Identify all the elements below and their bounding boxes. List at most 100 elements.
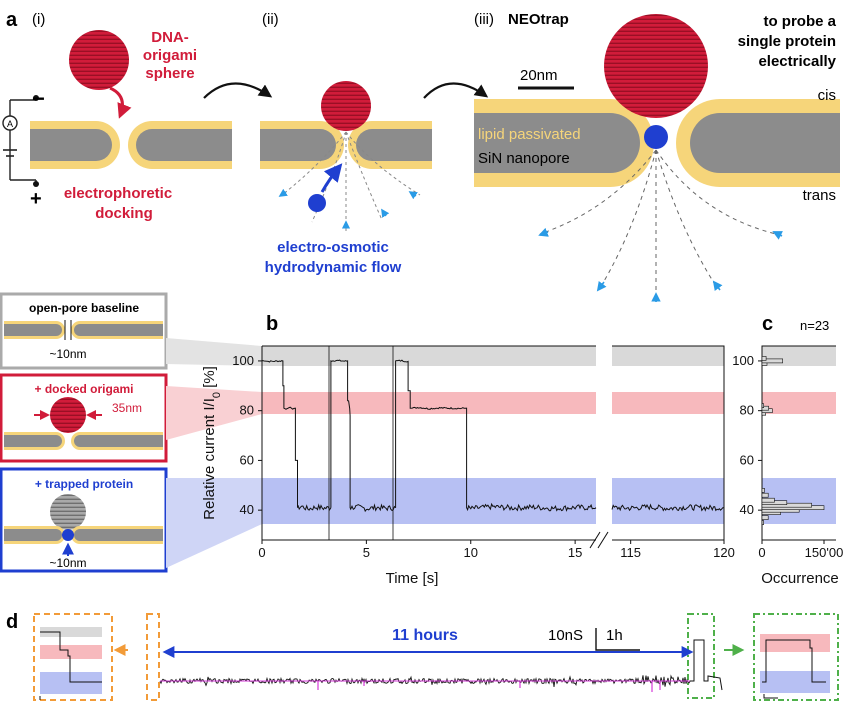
step-i-label: (i) bbox=[32, 11, 45, 28]
band-docked bbox=[262, 392, 596, 414]
level-insets: open-pore baseline ~10nm + docked origam… bbox=[0, 292, 262, 573]
electrophoretic-label-1: electrophoretic bbox=[64, 185, 172, 202]
trace-segment-1 bbox=[330, 359, 396, 513]
flow-arrows-step-iii bbox=[538, 227, 784, 302]
protein-capture-arrow bbox=[320, 163, 343, 193]
xlabel-c: Occurrence bbox=[761, 570, 839, 587]
inset-open-pore-title: open-pore baseline bbox=[29, 301, 139, 315]
circuit-diagram bbox=[2, 98, 37, 186]
xtick-label-b: 120 bbox=[713, 545, 735, 560]
ytick-label-b: 60 bbox=[240, 452, 254, 467]
xlabel-b: Time [s] bbox=[386, 570, 439, 587]
ytick-label-b: 40 bbox=[240, 502, 254, 517]
origami-sphere-step-iii bbox=[604, 14, 708, 118]
ytick-label-c: 60 bbox=[740, 452, 754, 467]
origami-sphere-step-i bbox=[69, 30, 129, 90]
cis-label: cis bbox=[818, 87, 836, 104]
band-open bbox=[262, 346, 596, 366]
dna-origami-label-1: DNA- bbox=[151, 29, 189, 46]
axis-frame-c bbox=[761, 345, 836, 541]
scale-conductance: 10nS bbox=[548, 627, 583, 644]
minus-sign: − bbox=[32, 86, 45, 111]
neotrap-label: NEOtrap bbox=[508, 11, 569, 28]
hist-bar bbox=[761, 487, 765, 493]
ytick-label-b: 80 bbox=[240, 403, 254, 418]
hist-bar bbox=[761, 492, 769, 498]
step-arrow-2 bbox=[423, 82, 489, 99]
zoom-box-start bbox=[33, 613, 113, 701]
ticks-c: 40 60 80 100 0 150'00 bbox=[732, 353, 843, 560]
trans-label: trans bbox=[803, 187, 836, 204]
hist-bar bbox=[761, 403, 765, 409]
ytick-label-c: 40 bbox=[740, 502, 754, 517]
axis-frame-right bbox=[612, 345, 725, 541]
membrane-step-ii bbox=[260, 121, 432, 169]
probe-label-2: single protein bbox=[738, 33, 836, 50]
hist-bar bbox=[761, 515, 769, 520]
electro-osmotic-label-1: electro-osmotic bbox=[277, 239, 389, 256]
inset-open-pore-size: ~10nm bbox=[49, 347, 86, 361]
histogram-c bbox=[761, 356, 825, 525]
inset-trapped-title: + trapped protein bbox=[35, 477, 133, 491]
n-label: n=23 bbox=[800, 318, 829, 333]
step-ii-label: (ii) bbox=[262, 11, 279, 28]
electro-osmotic-label-2: hydrodynamic flow bbox=[265, 259, 402, 276]
panel-letter-c: c bbox=[762, 313, 773, 335]
lipid-label: lipid passivated bbox=[478, 126, 581, 143]
electrode-minus bbox=[33, 95, 39, 101]
inset-trapped-size: ~10nm bbox=[49, 556, 86, 570]
xtick-label-b: 10 bbox=[464, 545, 478, 560]
dna-origami-label-3: sphere bbox=[145, 65, 194, 82]
panel-letter-d: d bbox=[6, 611, 18, 633]
trace-b bbox=[261, 359, 724, 513]
trace-segment-2 bbox=[395, 359, 597, 512]
duration-label: 11 hours bbox=[392, 627, 458, 644]
scale-bar-d bbox=[595, 628, 640, 651]
sin-label: SiN nanopore bbox=[478, 150, 570, 167]
scale-time: 1h bbox=[606, 627, 623, 644]
ylabel-b: Relative current I/I0 [%] bbox=[201, 366, 223, 520]
panel-letter-b: b bbox=[266, 313, 278, 335]
hist-bar bbox=[761, 356, 767, 361]
protein-step-ii bbox=[308, 194, 326, 212]
ytick-label-b: 100 bbox=[232, 353, 254, 368]
panel-d: d 11 hours 10nS 1h bbox=[6, 611, 839, 701]
axis-break bbox=[589, 531, 601, 549]
probe-label-3: electrically bbox=[758, 53, 836, 70]
hist-bar bbox=[761, 405, 769, 411]
inset-docked-title: + docked origami bbox=[34, 382, 133, 396]
plus-sign: + bbox=[30, 188, 42, 210]
probe-label-1: to probe a bbox=[763, 13, 836, 30]
scale-bar-label: 20nm bbox=[520, 67, 558, 84]
electrode-plus bbox=[33, 181, 39, 187]
ytick-label-c: 100 bbox=[732, 353, 754, 368]
xtick-label-b: 5 bbox=[363, 545, 370, 560]
panel-a: a (i) (ii) (iii) NEOtrap DNA- origami sp… bbox=[2, 9, 840, 302]
step-arrow-1 bbox=[203, 82, 273, 99]
ammeter-symbol: A bbox=[7, 119, 13, 129]
trace-d bbox=[159, 639, 723, 692]
dna-origami-label-2: origami bbox=[143, 47, 197, 64]
electrophoretic-label-2: docking bbox=[95, 205, 153, 222]
trace-segment-0 bbox=[261, 360, 332, 511]
trace-d-main bbox=[159, 674, 691, 688]
band-trapped bbox=[262, 478, 596, 524]
panel-c: c n=23 40 60 80 100 0 150'00 Occurrence bbox=[732, 313, 843, 587]
inset-docked-size: 35nm bbox=[112, 401, 142, 415]
hist-bar bbox=[761, 497, 775, 503]
flow-lines-step-iii bbox=[539, 149, 777, 300]
xtick-label-b: 15 bbox=[568, 545, 582, 560]
xtick-label-b: 0 bbox=[258, 545, 265, 560]
xtick-label-c: 0 bbox=[758, 545, 765, 560]
step-iii-label: (iii) bbox=[474, 11, 494, 28]
docking-arrow bbox=[109, 86, 132, 119]
membrane-step-i bbox=[30, 121, 232, 169]
flow-arrows-step-ii bbox=[278, 188, 418, 229]
membrane-step-iii bbox=[474, 99, 840, 187]
zoom-box-end bbox=[753, 613, 839, 701]
xtick-label-c: 150'00 bbox=[805, 545, 844, 560]
hist-bar bbox=[761, 520, 765, 525]
ytick-label-c: 80 bbox=[740, 403, 754, 418]
